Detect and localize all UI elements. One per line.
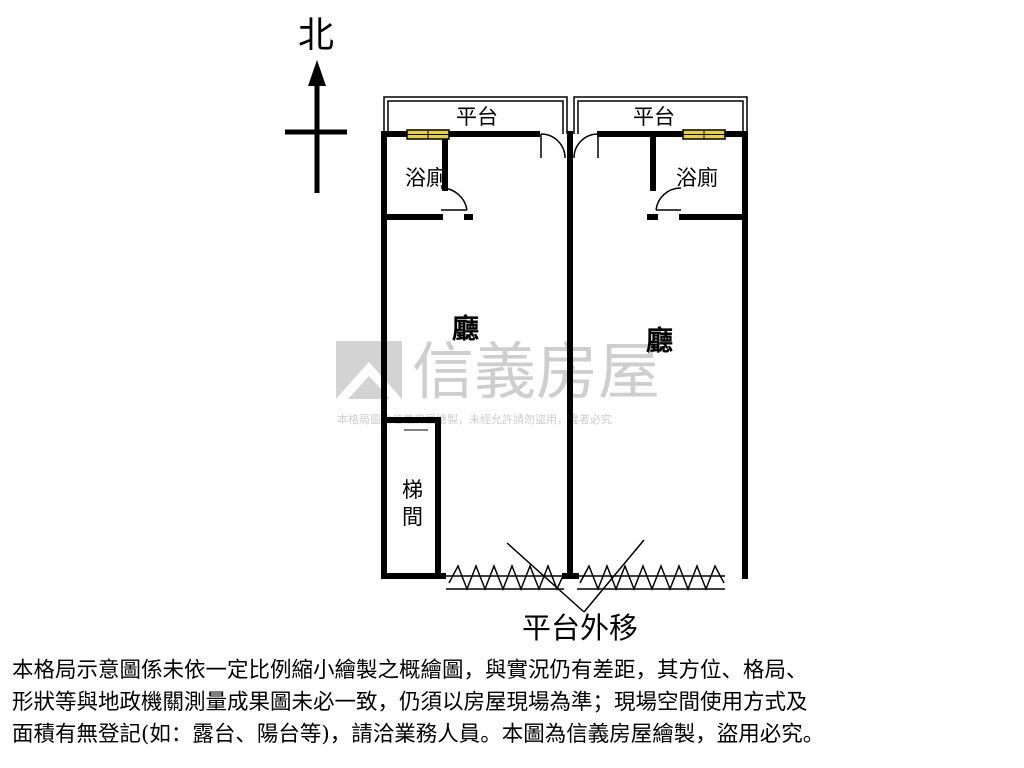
stair-label-line2: 間 bbox=[402, 505, 423, 529]
left-bath-door-icon bbox=[440, 187, 468, 211]
left-balcony-label: 平台 bbox=[456, 105, 498, 129]
right-balcony-label: 平台 bbox=[633, 105, 675, 129]
right-folding-door-icon bbox=[579, 563, 725, 592]
floor-plan: 北 信義房屋 本格局圖為信義房屋繪製，未經允許請勿盜用，違者必究 bbox=[285, 15, 748, 645]
right-hall-label: 廳 bbox=[646, 325, 673, 357]
disclaimer-line-2: 形狀等與地政機關測量成果圖未必一致，仍須以房屋現場為準；現場空間使用方式及 bbox=[12, 690, 808, 715]
disclaimer: 本格局示意圖係未依一定比例縮小繪製之概繪圖，與實況仍有差距，其方位、格局、 形狀… bbox=[12, 655, 1016, 751]
left-folding-door-icon bbox=[448, 563, 564, 592]
watermark-logo-inner bbox=[348, 376, 390, 399]
stair-label-line1: 梯 bbox=[402, 478, 423, 502]
doors bbox=[440, 133, 682, 211]
left-balcony-door-icon bbox=[540, 133, 566, 159]
disclaimer-line-1: 本格局示意圖係未依一定比例縮小繪製之概繪圖，與實況仍有差距，其方位、格局、 bbox=[12, 658, 808, 683]
watermark-brand: 信義房屋 bbox=[412, 335, 660, 408]
north-label: 北 bbox=[298, 15, 334, 56]
right-balcony-inner-outline bbox=[577, 100, 744, 134]
balconies bbox=[383, 96, 748, 134]
north-arrow-icon bbox=[308, 60, 326, 86]
relocation-pointer bbox=[506, 539, 645, 613]
folding-doors bbox=[446, 563, 725, 592]
left-hall-label: 廳 bbox=[452, 313, 479, 345]
right-bath-door-icon bbox=[655, 187, 682, 211]
relocation-label: 平台外移 bbox=[522, 611, 638, 645]
left-bathroom-label: 浴廁 bbox=[405, 166, 447, 190]
disclaimer-line-3: 面積有無登記(如：露台、陽台等)，請洽業務人員。本圖為信義房屋繪製，盜用必究。 bbox=[12, 722, 825, 747]
right-bathroom-label: 浴廁 bbox=[676, 166, 718, 190]
windows bbox=[406, 129, 726, 140]
right-balcony-door-icon bbox=[573, 133, 599, 159]
left-balcony-outline bbox=[383, 96, 568, 134]
left-balcony-inner-outline bbox=[387, 100, 564, 134]
right-balcony-outline bbox=[573, 96, 748, 134]
north-compass: 北 bbox=[285, 15, 347, 193]
